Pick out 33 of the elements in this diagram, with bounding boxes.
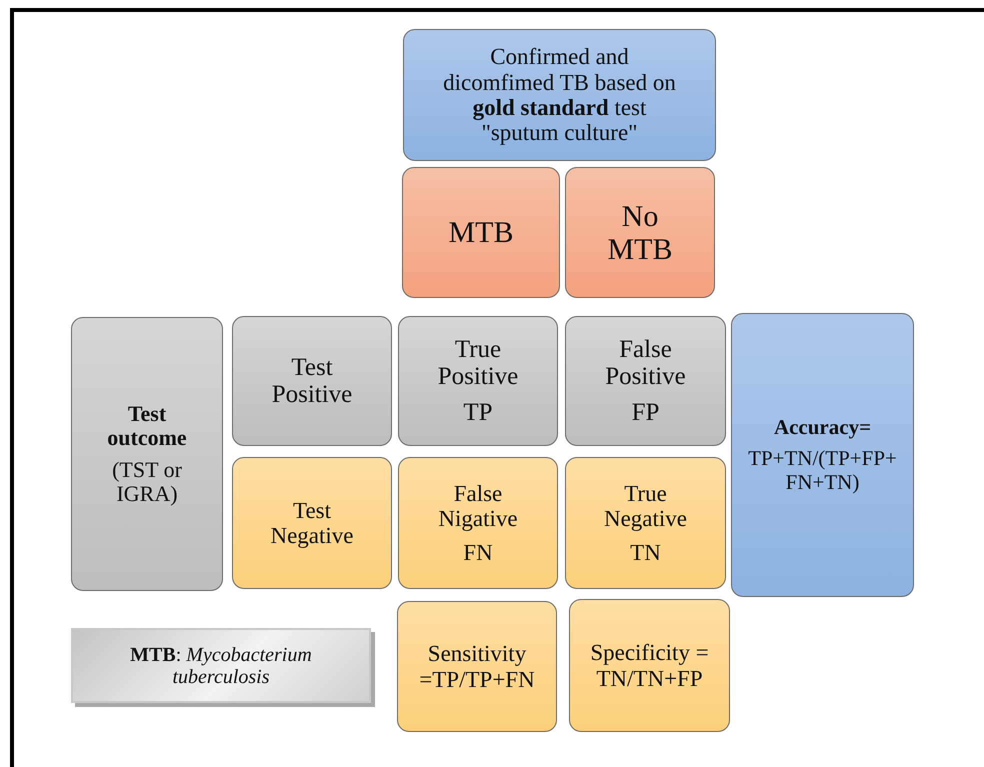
outcome-box xyxy=(71,317,223,591)
box-label: False Positive xyxy=(604,336,687,391)
category-box xyxy=(402,167,560,298)
outcome-box xyxy=(232,457,392,589)
box-label: Test Negative xyxy=(269,498,354,548)
box-label: No MTB xyxy=(606,200,674,266)
box-label: False Nigative xyxy=(437,481,519,532)
category-box xyxy=(565,167,715,298)
box-label: MTB: Mycobacterium tuberculosis xyxy=(129,644,313,688)
outcome-box xyxy=(398,316,558,446)
outcome-box xyxy=(398,457,558,589)
outcome-box xyxy=(565,457,726,589)
box-label: Sensitivity =TP/TP+FN xyxy=(418,641,536,692)
box-sublabel: (TST or IGRA) xyxy=(111,458,183,506)
box-label: MTB xyxy=(448,216,514,249)
box-sublabel: FN xyxy=(463,540,493,565)
box-label: Accuracy= xyxy=(774,416,872,440)
box-label: Confirmed and dicomfimed TB based on gold standard test "sputum culture" xyxy=(442,44,677,146)
header-box xyxy=(403,29,716,161)
box-label: True Negative xyxy=(602,481,688,532)
outcome-box xyxy=(397,601,557,732)
box-label: Test outcome xyxy=(106,402,188,450)
outcome-box xyxy=(565,316,726,446)
outcome-box xyxy=(232,316,392,446)
header-box xyxy=(731,313,914,597)
box-sublabel: TN xyxy=(630,540,661,565)
box-label: Test Positive xyxy=(270,354,354,408)
box-sublabel: TP+TN/(TP+FP+FN+TN) xyxy=(747,447,898,494)
box-label: True Positive xyxy=(436,336,520,391)
box-label: Specificity = TN/TN+FP xyxy=(589,640,710,691)
box-sublabel: TP xyxy=(463,398,493,426)
box-sublabel: FP xyxy=(632,398,660,426)
outcome-box xyxy=(569,599,730,732)
